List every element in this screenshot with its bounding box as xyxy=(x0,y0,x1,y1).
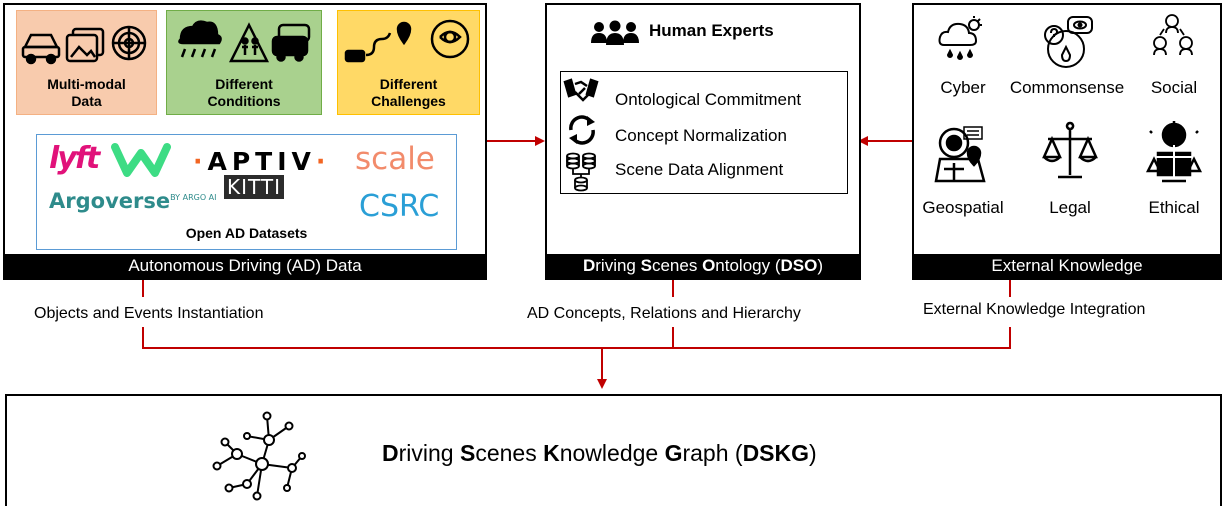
dso-footer: Driving Scenes Ontology (DSO) xyxy=(547,254,859,278)
ad-data-footer: Autonomous Driving (AD) Data xyxy=(5,254,485,278)
external-knowledge-panel: Cyber Commonsense Social Geospatial xyxy=(912,3,1222,280)
dskg-panel: Driving Scenes Knowledge Graph (DSKG) xyxy=(5,394,1222,506)
human-experts-icon xyxy=(591,20,639,45)
normalization-icon xyxy=(569,115,595,145)
cyber-label: Cyber xyxy=(940,78,986,97)
ethical-label: Ethical xyxy=(1148,198,1200,217)
connector-label-objects-events: Objects and Events Instantiation xyxy=(34,305,264,322)
csrc-logo: CSRC xyxy=(359,189,440,224)
cyber-icon xyxy=(938,16,982,60)
multimodal-icons xyxy=(21,25,147,65)
scale-logo: scale xyxy=(355,141,435,177)
commonsense-label: Commonsense xyxy=(1009,78,1125,97)
merge-lines xyxy=(142,280,1011,349)
legal-icon xyxy=(1042,121,1098,179)
step-scene-data-alignment: Scene Data Alignment xyxy=(615,160,784,179)
connector-label-ad-concepts: AD Concepts, Relations and Hierarchy xyxy=(527,305,801,322)
data-alignment-icon xyxy=(566,152,596,192)
kitti-logo: KITTI xyxy=(224,175,284,199)
geospatial-label: Geospatial xyxy=(922,198,1004,217)
geospatial-icon xyxy=(934,126,986,183)
aptiv-logo: ·APTIV· xyxy=(193,147,331,176)
handshake-icon xyxy=(563,78,599,102)
open-ad-datasets-title: Open AD Datasets xyxy=(185,225,308,241)
step-concept-normalization: Concept Normalization xyxy=(615,126,787,145)
step-ontological-commitment: Ontological Commitment xyxy=(615,90,802,109)
argoverse-logo: ArgoverseBY ARGO AI xyxy=(49,189,217,213)
human-experts-label: Human Experts xyxy=(649,21,774,40)
external-knowledge-footer: External Knowledge xyxy=(914,254,1220,278)
legal-label: Legal xyxy=(1049,198,1091,217)
open-ad-datasets-box: lyft ·APTIV· scale KITTI ArgoverseBY ARG… xyxy=(36,134,457,250)
connector-label-external-integration: External Knowledge Integration xyxy=(923,301,1146,318)
waymo-logo xyxy=(111,143,171,177)
commonsense-icon xyxy=(1044,16,1093,68)
knowledge-graph-icon xyxy=(212,411,306,501)
dso-panel: Human Experts Ontological Commitment Con… xyxy=(545,3,861,280)
social-label: Social xyxy=(1150,78,1198,97)
dso-process-box: Ontological Commitment Concept Normaliza… xyxy=(560,71,848,194)
dskg-title: Driving Scenes Knowledge Graph (DSKG) xyxy=(382,440,817,466)
challenges-icons xyxy=(344,19,470,63)
social-icon xyxy=(1153,14,1193,56)
lyft-logo: lyft xyxy=(49,141,100,176)
conditions-icons xyxy=(178,20,311,63)
ethical-icon xyxy=(1145,121,1203,183)
